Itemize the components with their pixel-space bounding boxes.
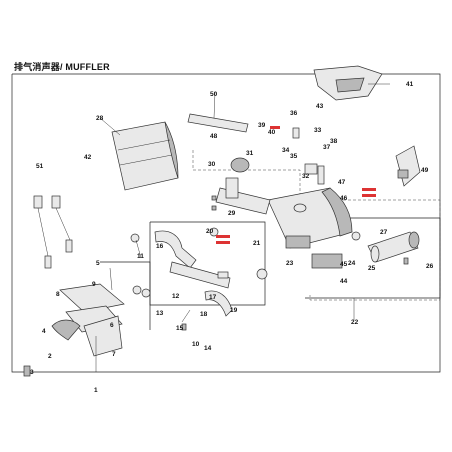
assembly-group-manifold	[100, 261, 151, 330]
muffler-body	[267, 187, 353, 269]
callout-18: 18	[200, 311, 208, 318]
heat-shield-small	[187, 113, 249, 133]
callout-3: 3	[30, 369, 34, 376]
tail-pipe	[367, 231, 420, 263]
callout-14: 14	[204, 345, 212, 352]
rubber-mount-set	[292, 127, 325, 185]
assembly-group-muffler	[192, 150, 441, 301]
callout-37: 37	[323, 144, 331, 151]
mid-pipe	[215, 157, 271, 215]
callout-9: 9	[92, 281, 96, 288]
outer-frame	[11, 73, 441, 373]
callout-33: 33	[314, 127, 322, 134]
muffler-bracket-top	[313, 65, 383, 101]
callout-15: 15	[176, 325, 184, 332]
spring-set	[216, 126, 376, 244]
callout-40: 40	[268, 129, 276, 136]
callout-34: 34	[282, 147, 290, 154]
callout-8: 8	[56, 291, 60, 298]
callout-49: 49	[421, 167, 429, 174]
callout-27: 27	[380, 229, 388, 236]
callout-39: 39	[258, 122, 266, 129]
callout-4: 4	[42, 328, 46, 335]
callout-16: 16	[156, 243, 164, 250]
callout-45: 45	[340, 261, 348, 268]
callout-22: 22	[351, 319, 359, 326]
callout-43: 43	[316, 103, 324, 110]
heat-shield-large	[111, 121, 179, 191]
callout-1: 1	[94, 387, 98, 394]
callout-23: 23	[286, 260, 294, 267]
diagram-title: 排气消声器/ MUFFLER	[14, 62, 110, 72]
callout-36: 36	[290, 110, 298, 117]
callout-29: 29	[228, 210, 236, 217]
callout-48: 48	[210, 133, 218, 140]
callout-25: 25	[368, 265, 376, 272]
callout-12: 12	[172, 293, 180, 300]
callout-46: 46	[340, 195, 348, 202]
callout-labels: 1 2 3 4 5 6 7 8 9 10 11 12 13 14 15 16 1…	[30, 81, 434, 394]
callout-7: 7	[112, 351, 116, 358]
exhaust-manifold	[51, 283, 125, 357]
gasket-ring-set	[130, 227, 361, 298]
callout-44: 44	[340, 278, 348, 285]
callout-21: 21	[253, 240, 261, 247]
callout-19: 19	[230, 307, 238, 314]
callout-35: 35	[290, 153, 298, 160]
callout-26: 26	[426, 263, 434, 270]
screw-set	[23, 195, 409, 377]
callout-11: 11	[137, 253, 144, 260]
callout-17: 17	[209, 294, 217, 301]
callout-32: 32	[302, 173, 310, 180]
callout-51: 51	[36, 163, 44, 170]
callout-41: 41	[406, 81, 414, 88]
callout-20: 20	[206, 228, 214, 235]
oxygen-sensor-pair	[33, 195, 73, 269]
callout-38: 38	[330, 138, 338, 145]
callout-24: 24	[348, 260, 356, 267]
header-pipe-lower	[204, 290, 233, 317]
callout-28: 28	[96, 115, 104, 122]
callout-6: 6	[110, 322, 114, 329]
assembly-group-muffler-box	[305, 217, 441, 299]
callout-50: 50	[210, 91, 218, 98]
callout-5: 5	[96, 260, 100, 267]
header-pipe-upper	[154, 230, 231, 289]
callout-2: 2	[48, 353, 52, 360]
callout-47: 47	[338, 179, 346, 186]
callout-13: 13	[156, 310, 164, 317]
callout-30: 30	[208, 161, 216, 168]
callout-10: 10	[192, 341, 200, 348]
callout-42: 42	[84, 154, 92, 161]
callout-31: 31	[246, 150, 254, 157]
leader-lines	[95, 83, 390, 372]
side-bracket	[395, 145, 421, 187]
